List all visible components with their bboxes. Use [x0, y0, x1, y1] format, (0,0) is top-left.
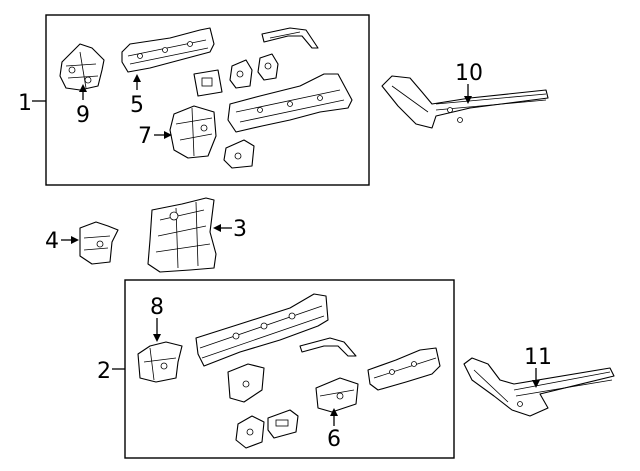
callout-1: 1 [18, 91, 32, 116]
part-11-side-member [463, 357, 615, 417]
callout-11: 11 [524, 345, 552, 370]
arrow-11 [532, 380, 540, 388]
callout-4: 4 [45, 229, 59, 254]
part-small-plate [193, 69, 223, 97]
part-right-rail-2 [367, 347, 441, 391]
callout-8: 8 [150, 295, 164, 320]
part-8-bracket [137, 341, 183, 383]
callout-2: 2 [97, 359, 111, 384]
part-3-panel [147, 197, 217, 273]
arrow-9 [79, 84, 87, 92]
part-5-rail [121, 27, 215, 73]
part-bottom-bracket-b [267, 409, 299, 439]
arrow-4 [71, 236, 79, 244]
part-6-bracket [315, 377, 359, 413]
callout-6: 6 [327, 427, 341, 452]
part-mid-bracket-2 [227, 363, 265, 403]
callout-7: 7 [138, 124, 152, 149]
arrow-7 [164, 131, 172, 139]
part-upper-strip-2 [299, 337, 357, 357]
part-upper-strip [261, 27, 319, 49]
arrow-6 [330, 408, 338, 416]
part-small-block-a [229, 59, 253, 89]
group-1-box [45, 14, 370, 186]
part-9-bracket [59, 43, 105, 91]
part-large-rail [227, 73, 353, 133]
part-10-side-member [381, 75, 549, 129]
part-small-block-b [257, 53, 279, 81]
arrow-8 [153, 334, 161, 342]
callout-9: 9 [76, 103, 90, 128]
arrow-10 [464, 96, 472, 104]
part-bottom-bracket-a [235, 415, 265, 449]
arrow-5 [133, 74, 141, 82]
callout-5: 5 [130, 93, 144, 118]
part-7-box-bracket [169, 105, 217, 159]
arrow-3 [213, 224, 221, 232]
callout-10: 10 [455, 61, 483, 86]
part-lower-small-bracket [223, 139, 255, 169]
part-4-bracket [79, 221, 119, 265]
callout-3: 3 [233, 217, 247, 242]
part-large-rail-2 [195, 293, 329, 367]
